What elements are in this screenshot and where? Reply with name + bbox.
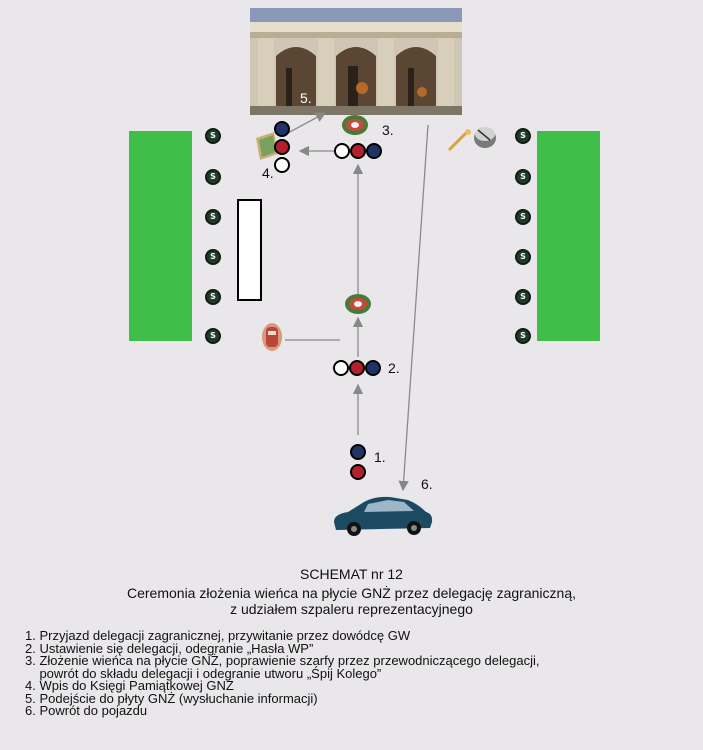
- delegate-navy-book: [274, 121, 290, 137]
- delegate-red-3: [350, 143, 366, 159]
- delegate-red-2: [349, 360, 365, 376]
- drummer-icon: [262, 323, 282, 351]
- soldier-right-5: S: [515, 289, 531, 305]
- soldier-left-1: S: [205, 128, 221, 144]
- step-item: 6. Powrót do pojazdu: [25, 703, 148, 718]
- delegate-white-book: [274, 157, 290, 173]
- soldier-right-6: S: [515, 328, 531, 344]
- soldier-left-5: S: [205, 289, 221, 305]
- car-icon: [334, 496, 433, 536]
- delegate-navy-3: [366, 143, 382, 159]
- wreath-icon-middle: [345, 294, 371, 314]
- delegate-navy-1: [350, 444, 366, 460]
- soldier-left-2: S: [205, 169, 221, 185]
- diagram-title: SCHEMAT nr 12: [300, 566, 403, 582]
- steps-list: 1. Przyjazd delegacji zagranicznej, przy…: [25, 628, 540, 718]
- wreath-icon-top: [342, 115, 368, 135]
- lawn-left: [129, 131, 192, 341]
- soldier-left-4: S: [205, 249, 221, 265]
- soldier-right-2: S: [515, 169, 531, 185]
- step-item: 4. Wpis do Księgi Pamiątkowej GNŻ: [25, 678, 234, 693]
- soldier-left-3: S: [205, 209, 221, 225]
- label-1: 1.: [374, 449, 386, 465]
- label-3: 3.: [382, 122, 394, 138]
- delegate-red-book: [274, 139, 290, 155]
- step-item: powrót do składu delegacji i odegranie u…: [25, 665, 382, 681]
- label-4: 4.: [262, 165, 274, 181]
- book-icon: [256, 132, 278, 160]
- label-6: 6.: [421, 476, 433, 492]
- step-item: 3. Złożenie wieńca na płycie GNŻ, popraw…: [25, 653, 540, 668]
- tomb-photo: [250, 8, 462, 115]
- diagram-subtitle-2: z udziałem szpaleru reprezentacyjnego: [230, 601, 473, 617]
- soldier-right-1: S: [515, 128, 531, 144]
- soldier-left-6: S: [205, 328, 221, 344]
- step-item: 5. Podejście do płyty GNŻ (wysłuchanie i…: [25, 690, 318, 706]
- label-5: 5.: [300, 90, 312, 106]
- drum-icon: [474, 127, 496, 148]
- step-item: 1. Przyjazd delegacji zagranicznej, przy…: [25, 628, 411, 643]
- delegate-white-2: [333, 360, 349, 376]
- delegate-navy-2: [365, 360, 381, 376]
- trumpet-icon: [447, 129, 471, 152]
- delegate-red-1: [350, 464, 366, 480]
- soldier-right-3: S: [515, 209, 531, 225]
- table-rectangle: [237, 199, 262, 301]
- step-item: 2. Ustawienie się delegacji, odegranie „…: [25, 640, 314, 656]
- delegate-white-3: [334, 143, 350, 159]
- diagram-subtitle-1: Ceremonia złożenia wieńca na płycie GNŻ …: [126, 585, 576, 601]
- soldier-right-4: S: [515, 249, 531, 265]
- label-2: 2.: [388, 360, 400, 376]
- lawn-right: [537, 131, 600, 341]
